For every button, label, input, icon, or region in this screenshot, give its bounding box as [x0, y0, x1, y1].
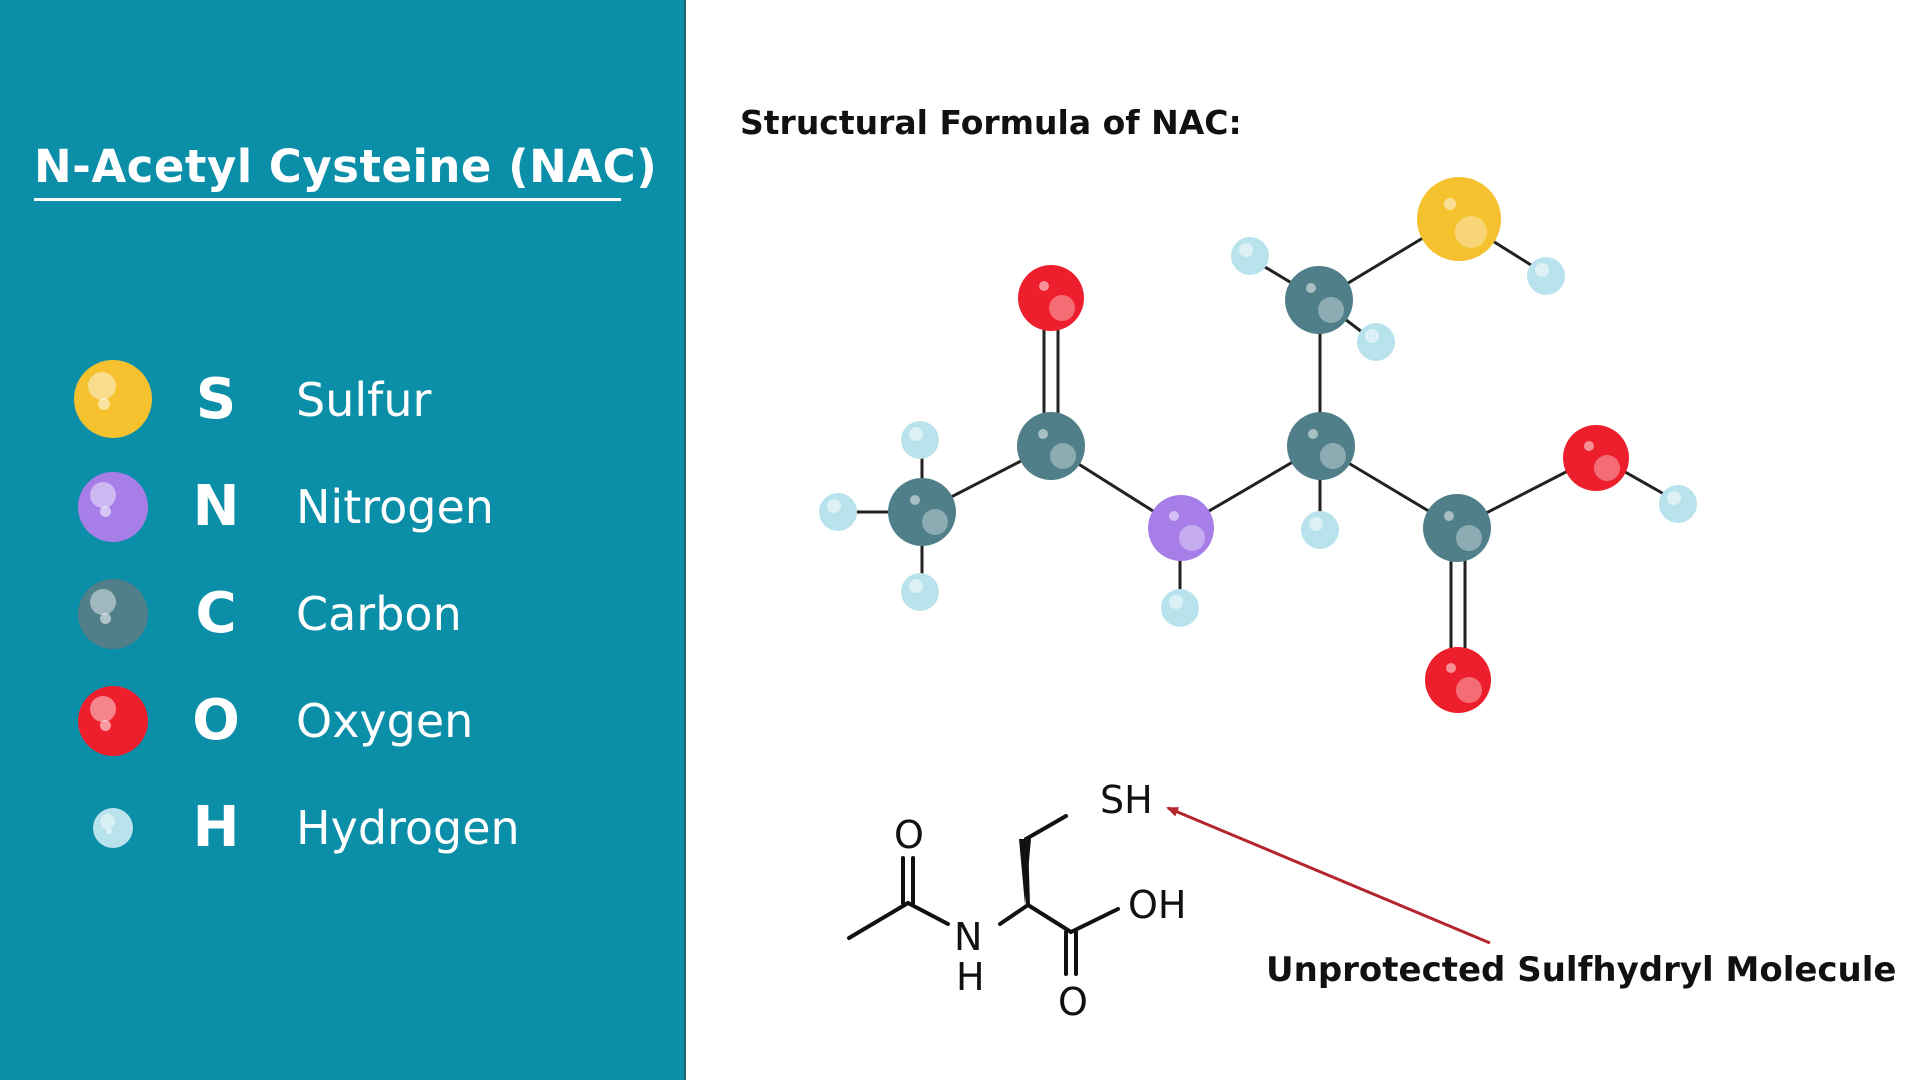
panel-title: N-Acetyl Cysteine (NAC) [34, 140, 658, 193]
nitrogen-label: N [954, 915, 982, 959]
legend-item-nitrogen: N Nitrogen [0, 452, 686, 562]
carbon-atom-icon [78, 579, 148, 649]
hydrogen-atom-icon [901, 573, 939, 611]
hydrogen-atom-icon [1231, 237, 1269, 275]
oxygen-atom-icon [1425, 647, 1491, 713]
ball-and-stick-atoms [819, 177, 1697, 713]
hydrogen-atom-icon [1527, 257, 1565, 295]
legend-name: Nitrogen [296, 480, 494, 534]
legend-name: Carbon [296, 587, 462, 641]
legend-symbol: C [195, 581, 237, 646]
annotation-label: Unprotected Sulfhydryl Molecule [1266, 950, 1897, 990]
carbon-atom-icon [1285, 266, 1353, 334]
hydrogen-atom-icon [93, 808, 133, 848]
carbon-atom-icon [1423, 494, 1491, 562]
carbon-atom-icon [1017, 412, 1085, 480]
sulfur-atom-icon [1417, 177, 1501, 261]
legend-name: Oxygen [296, 694, 474, 748]
carbon-atom-icon [888, 478, 956, 546]
annotation-arrow [1166, 806, 1491, 945]
sh-label: SH [1100, 778, 1153, 822]
oxygen-label: O [1058, 980, 1088, 1024]
oxygen-atom-icon [1563, 425, 1629, 491]
legend-item-hydrogen: H Hydrogen [0, 773, 686, 883]
title-underline [34, 198, 621, 201]
legend-item-sulfur: S Sulfur [0, 345, 686, 455]
carbon-atom-icon [1287, 412, 1355, 480]
hydrogen-label: H [956, 955, 985, 999]
oxygen-atom-icon [1018, 265, 1084, 331]
legend-panel: N-Acetyl Cysteine (NAC) S Sulfur N Nitro… [0, 0, 686, 1080]
hydroxyl-label: OH [1128, 883, 1186, 927]
nitrogen-atom-icon [78, 472, 148, 542]
hydrogen-atom-icon [1161, 589, 1199, 627]
hydrogen-atom-icon [1659, 485, 1697, 523]
wedge-bond [1019, 839, 1031, 905]
legend-name: Hydrogen [296, 801, 520, 855]
hydrogen-atom-icon [1357, 323, 1395, 361]
legend-symbol: H [192, 795, 240, 860]
nitrogen-atom-icon [1148, 495, 1214, 561]
hydrogen-atom-icon [819, 493, 857, 531]
sulfur-atom-icon [74, 360, 152, 438]
oxygen-atom-icon [78, 686, 148, 756]
skeletal-formula [847, 814, 1120, 976]
hydrogen-atom-icon [901, 421, 939, 459]
legend-item-oxygen: O Oxygen [0, 666, 686, 776]
legend-name: Sulfur [296, 373, 432, 427]
legend-symbol: O [192, 688, 240, 753]
legend-item-carbon: C Carbon [0, 559, 686, 669]
hydrogen-atom-icon [1301, 511, 1339, 549]
oxygen-label: O [894, 813, 924, 857]
legend-symbol: S [195, 367, 237, 432]
structural-formula-title: Structural Formula of NAC: [740, 103, 1242, 142]
legend-symbol: N [192, 474, 240, 539]
